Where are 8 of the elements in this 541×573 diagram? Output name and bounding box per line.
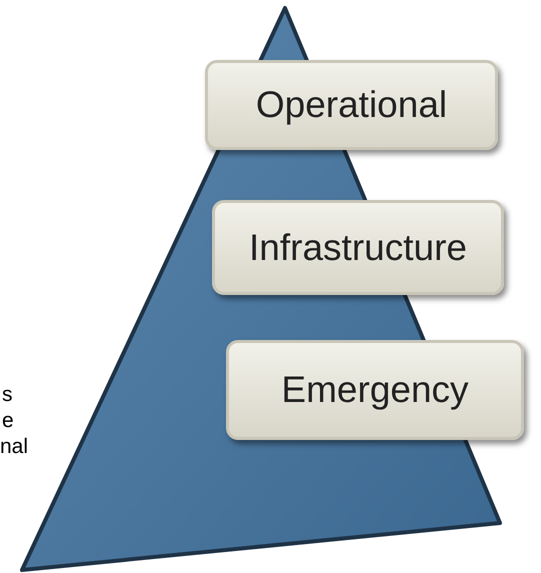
- note-text: s: [2, 384, 12, 405]
- level-label: Operational: [256, 83, 448, 128]
- level-label: Emergency: [281, 368, 469, 412]
- level-box: [226, 340, 524, 440]
- note-text: nal: [0, 436, 28, 457]
- level-box: [205, 60, 498, 150]
- level-label: Infrastructure: [249, 226, 467, 270]
- note-text: e: [2, 410, 14, 431]
